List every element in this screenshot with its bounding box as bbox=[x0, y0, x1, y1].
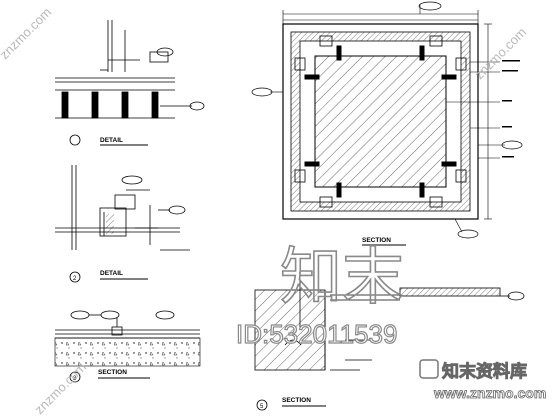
main-section-center-panel bbox=[314, 55, 447, 188]
bottom-section-number: 5 bbox=[260, 404, 264, 410]
main-section-brackets bbox=[294, 35, 467, 208]
watermark-big-text: 知末 bbox=[280, 240, 404, 313]
bottom-section-wall bbox=[254, 289, 326, 371]
detail-2-number: 2 bbox=[73, 276, 77, 282]
bottom-section-title: SECTION bbox=[282, 397, 311, 404]
main-section-border-fill-right bbox=[461, 41, 470, 202]
main-section-title: SECTION bbox=[362, 237, 391, 244]
detail-2-title: DETAIL bbox=[100, 270, 123, 277]
section-left-number: 3 bbox=[73, 376, 77, 382]
section-left-title: SECTION bbox=[98, 369, 127, 376]
watermark-id-text: ID:532011539 bbox=[236, 319, 397, 349]
section-left-drawing bbox=[55, 310, 200, 339]
main-section-leader-notes bbox=[502, 60, 520, 158]
detail-2-drawing bbox=[55, 165, 190, 251]
watermark-logo: 知末资料库 www.znzmo.com bbox=[419, 359, 547, 401]
watermark-logo-text: 知末资料库 bbox=[441, 361, 527, 382]
detail-1-title: DETAIL bbox=[100, 137, 123, 144]
main-section-border-fill bbox=[291, 32, 470, 41]
main-section-dimension-lines bbox=[270, 4, 505, 233]
watermark-diagonal-right: znzmo.com bbox=[472, 25, 530, 83]
detail-2-number-bubble bbox=[69, 271, 81, 283]
section-left-concrete bbox=[54, 337, 201, 367]
main-section-border-fill-bottom bbox=[291, 202, 470, 211]
section-left-number-bubble bbox=[69, 371, 81, 383]
detail-1-number-bubble bbox=[69, 134, 81, 146]
watermark-logo-mark bbox=[419, 359, 439, 379]
main-section-border-fill-left bbox=[291, 41, 300, 202]
watermark-diagonal-bottom: znzmo.com bbox=[32, 360, 90, 418]
watermark-url: www.znzmo.com bbox=[433, 385, 546, 401]
bottom-section-number-bubble bbox=[256, 399, 268, 411]
detail-1-drawing bbox=[55, 20, 205, 119]
main-section-callouts bbox=[251, 1, 523, 239]
detail-2-fill bbox=[106, 214, 114, 234]
bottom-section-drawing bbox=[284, 270, 525, 371]
watermark-diagonal-left: znzmo.com bbox=[0, 5, 54, 63]
